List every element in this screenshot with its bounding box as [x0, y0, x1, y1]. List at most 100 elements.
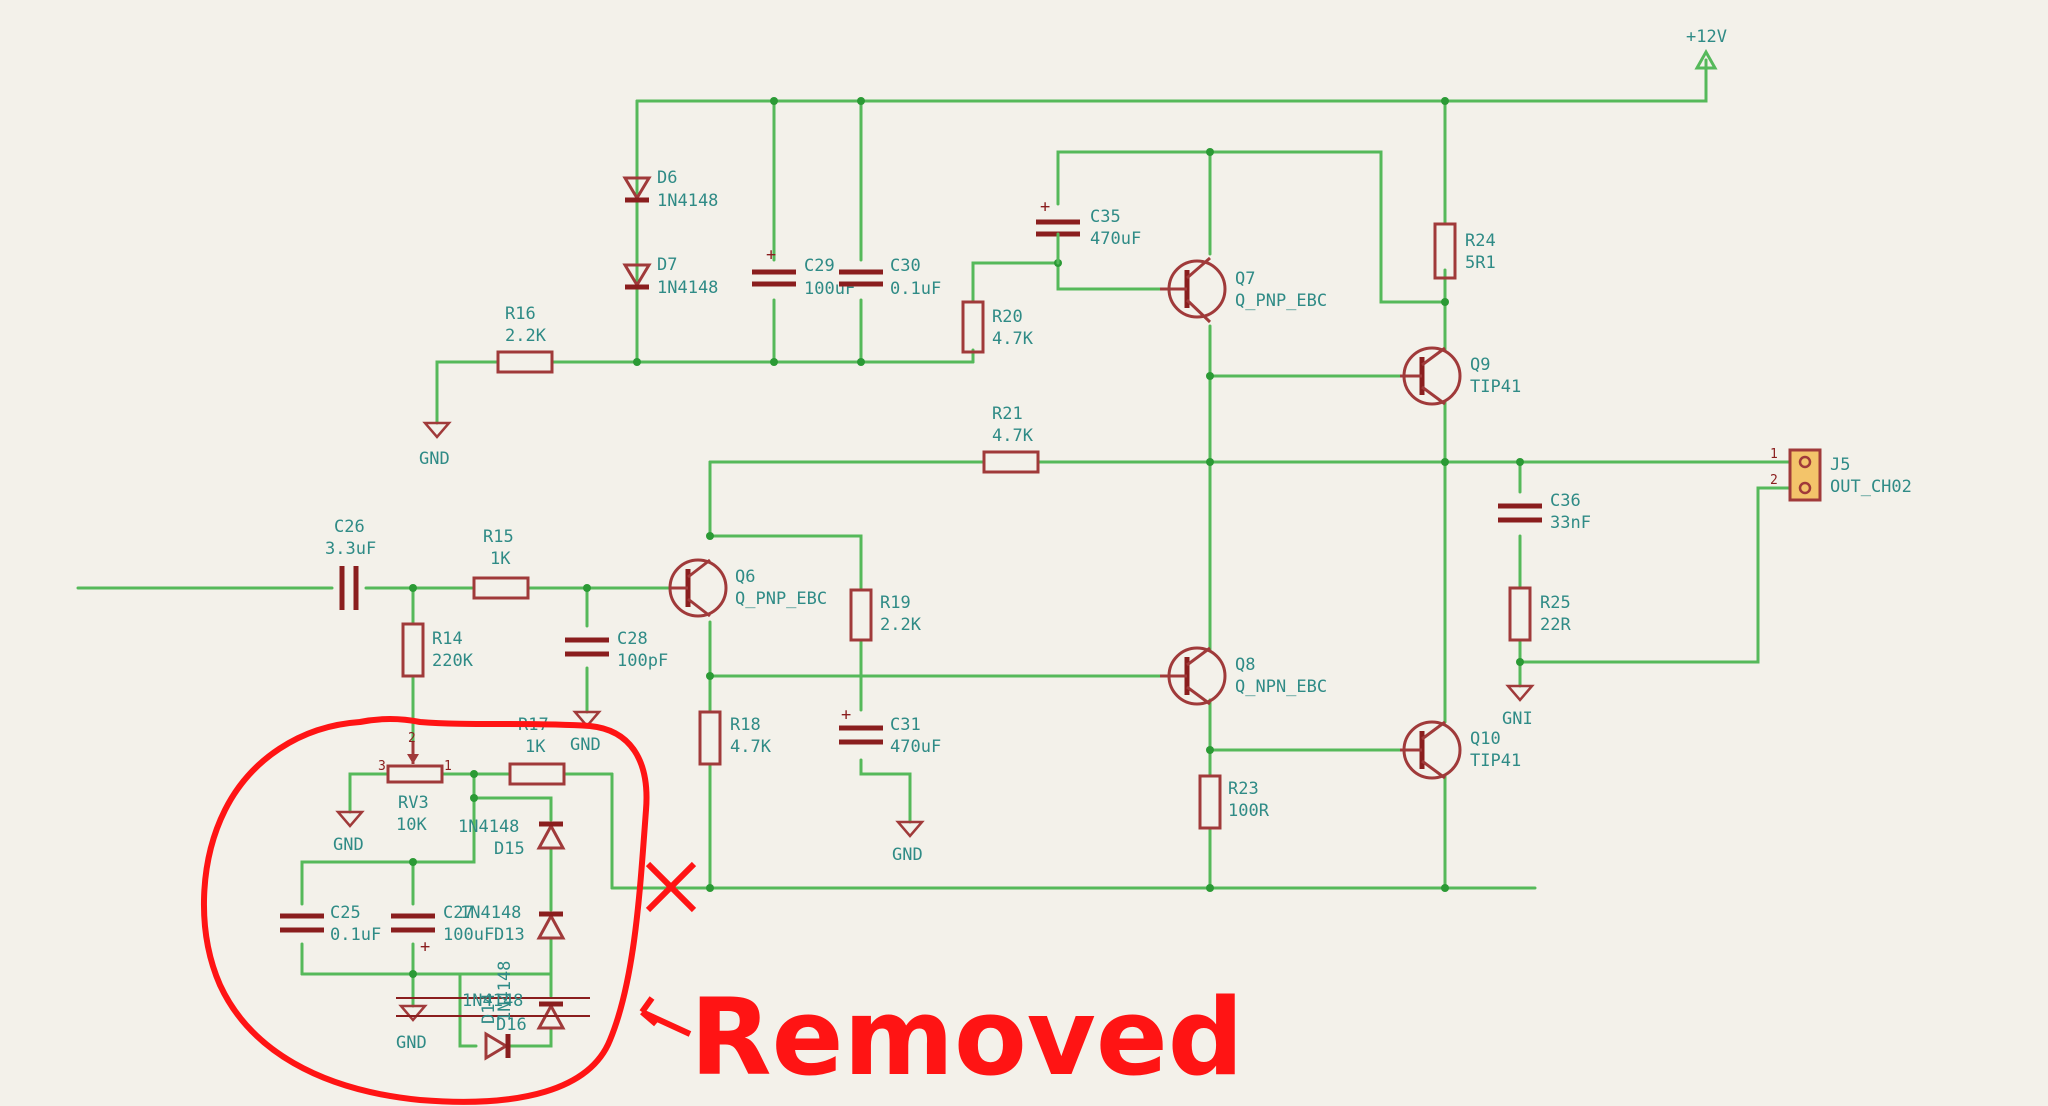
diode-d16: 1N4148 D16: [396, 991, 590, 1035]
c28-ref: C28: [617, 629, 648, 649]
junction-dots: [409, 97, 1524, 978]
q7-value: Q_PNP_EBC: [1235, 291, 1327, 311]
c27-value: 100uF: [443, 925, 494, 945]
gnd-symbol-r25: GNI: [1502, 684, 1535, 729]
rv3-value: 10K: [396, 815, 427, 835]
rv3-pin1: 1: [444, 759, 452, 774]
capacitor-c26: C26 3.3uF: [325, 517, 376, 610]
c31-ref: C31: [890, 715, 921, 735]
q8-value: Q_NPN_EBC: [1235, 677, 1327, 697]
resistor-r14: R14 220K: [401, 622, 474, 678]
connector-j5: 1 2 J5 OUT_CH02: [1770, 447, 1912, 502]
c28-value: 100pF: [617, 651, 668, 671]
diode-d7: D7 1N4148: [622, 255, 718, 298]
transistor-q8: Q8 Q_NPN_EBC: [1160, 646, 1327, 706]
gnd-label-c31: GND: [892, 845, 923, 865]
d14-ref: D14: [479, 993, 499, 1024]
capacitor-c27: + C27 100uF: [391, 903, 494, 957]
d6-value: 1N4148: [657, 191, 718, 211]
capacitor-c30: C30 0.1uF: [839, 256, 941, 299]
annotation-circle: [201, 716, 650, 1105]
r18-value: 4.7K: [730, 737, 772, 757]
diode-d13: 1N4148 D13: [460, 903, 566, 945]
svg-text:+: +: [766, 245, 776, 265]
gnd-label-c28: GND: [570, 735, 601, 755]
rv3-ref: RV3: [398, 793, 429, 813]
transistor-q6: Q6 Q_PNP_EBC: [668, 558, 827, 618]
d15-value: 1N4148: [458, 817, 519, 837]
transistor-q9: Q9 TIP41: [1400, 346, 1521, 406]
c30-ref: C30: [890, 256, 921, 276]
r16-ref: R16: [505, 304, 536, 324]
c30-value: 0.1uF: [890, 279, 941, 299]
transistor-q7: Q7 Q_PNP_EBC: [1160, 256, 1327, 324]
gnd-symbol-c31: GND: [892, 820, 925, 865]
c26-ref: C26: [334, 517, 365, 537]
r20-value: 4.7K: [992, 329, 1034, 349]
r21-ref: R21: [992, 404, 1023, 424]
r21-value: 4.7K: [992, 426, 1034, 446]
resistor-r15: R15 1K: [472, 527, 530, 600]
j5-pin1: 1: [1770, 447, 1778, 462]
q8-ref: Q8: [1235, 655, 1255, 675]
svg-text:+: +: [1040, 197, 1050, 217]
gnd-label: GND: [419, 449, 450, 469]
resistor-r18: R18 4.7K: [698, 710, 772, 766]
c29-ref: C29: [804, 256, 835, 276]
r25-value: 22R: [1540, 615, 1571, 635]
annotation-arrow-icon: [639, 996, 692, 1037]
c35-value: 470uF: [1090, 229, 1141, 249]
capacitor-c36: C36 33nF: [1498, 491, 1591, 533]
r25-ref: R25: [1540, 593, 1571, 613]
vcc-arrow-icon: [1694, 48, 1718, 70]
diode-d14: 1N4148 D14: [479, 961, 515, 1061]
resistor-r24: R24 5R1: [1433, 222, 1496, 280]
resistor-r21: R21 4.7K: [982, 404, 1040, 474]
svg-text:+: +: [420, 937, 430, 957]
vcc-label: +12V: [1686, 27, 1727, 47]
d15-ref: D15: [494, 839, 525, 859]
resistor-r16: R16 2.2K: [496, 304, 554, 374]
d14-value: 1N4148: [495, 961, 515, 1022]
capacitor-c25: C25 0.1uF: [280, 903, 381, 945]
c25-ref: C25: [330, 903, 361, 923]
potentiometer-rv3: 2 3 1 RV3 10K: [378, 731, 452, 835]
c25-value: 0.1uF: [330, 925, 381, 945]
r18-ref: R18: [730, 715, 761, 735]
gnd-symbol-rv3: GND: [333, 810, 365, 855]
r24-value: 5R1: [1465, 253, 1496, 273]
capacitor-c29: + C29 100uF: [752, 245, 855, 299]
q6-value: Q_PNP_EBC: [735, 589, 827, 609]
j5-pin2: 2: [1770, 473, 1778, 488]
svg-text:+: +: [841, 705, 851, 725]
d6-ref: D6: [657, 168, 677, 188]
transistor-q10: Q10 TIP41: [1400, 720, 1521, 780]
diode-d15: 1N4148 D15: [458, 817, 566, 859]
wires: [76, 48, 1792, 1048]
gnd-symbol-c28: GND: [570, 710, 602, 755]
resistor-r20: R20 4.7K: [961, 300, 1034, 354]
capacitor-c28: C28 100pF: [565, 629, 668, 671]
d7-value: 1N4148: [657, 278, 718, 298]
resistor-r23: R23 100R: [1198, 774, 1270, 830]
r15-value: 1K: [490, 549, 511, 569]
r15-ref: R15: [483, 527, 514, 547]
r19-value: 2.2K: [880, 615, 922, 635]
c27-ref: C27: [443, 903, 474, 923]
capacitor-c31: + C31 470uF: [839, 705, 941, 757]
diode-d6: D6 1N4148: [622, 168, 718, 211]
c36-ref: C36: [1550, 491, 1581, 511]
q9-value: TIP41: [1470, 377, 1521, 397]
c26-value: 3.3uF: [325, 539, 376, 559]
removed-annotation: Removed: [201, 716, 1244, 1105]
q6-ref: Q6: [735, 567, 755, 587]
c31-value: 470uF: [890, 737, 941, 757]
r16-value: 2.2K: [505, 326, 547, 346]
resistor-r17: R17 1K: [508, 715, 566, 786]
d16-ref: D16: [496, 1015, 527, 1035]
annotation-text: Removed: [690, 976, 1244, 1099]
q7-ref: Q7: [1235, 269, 1255, 289]
gnd-label-c27: GND: [396, 1033, 427, 1053]
resistor-r19: R19 2.2K: [849, 588, 922, 642]
